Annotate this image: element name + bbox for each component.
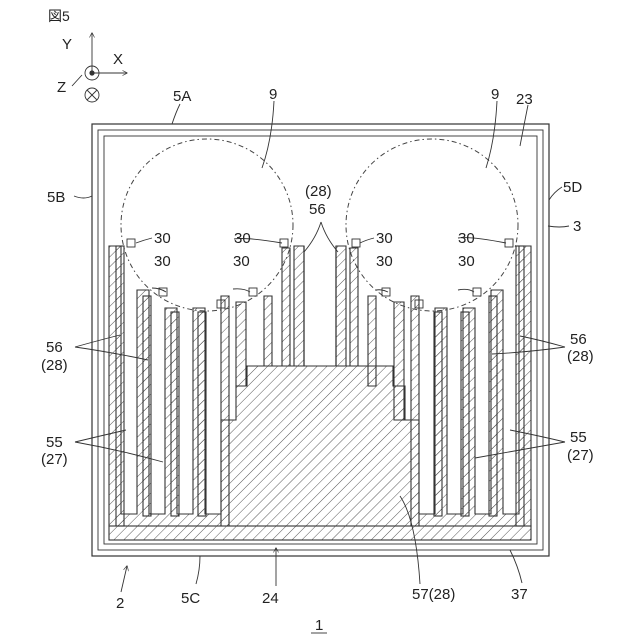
label-37: 37 [511,586,528,603]
label-57: 57(28) [412,586,455,603]
finger-56-l2 [143,296,151,516]
label-30: 30 [234,230,251,247]
finger-56-l6 [264,296,272,366]
label-5c: 5C [181,590,200,607]
figure-number: 1 [315,617,323,634]
finger-56-l4 [198,312,206,516]
label-30: 30 [376,230,393,247]
label-5d: 5D [563,179,582,196]
pads [127,239,513,308]
finger-56-l3 [171,312,179,516]
finger-56-c1 [294,246,304,366]
pad-icon [473,288,481,296]
electrodes [109,246,531,540]
finger-56-r5 [394,302,404,420]
figure-title: 図5 [48,8,70,24]
bottom-strip [109,526,531,540]
pad-icon [249,288,257,296]
label-23: 23 [516,91,533,108]
center-notch [304,246,336,366]
label-5a: 5A [173,88,191,105]
label-55-right-paren: (27) [567,447,594,464]
finger-56-c2 [336,246,346,366]
label-24: 24 [262,590,279,607]
pad-icon [382,288,390,296]
circle-9-left [121,139,293,311]
axis-y-label: Y [62,36,72,53]
label-55-left-paren: (27) [41,451,68,468]
label-30: 30 [154,253,171,270]
pad-icon [352,239,360,247]
label-9-right: 9 [491,86,499,103]
finger-56-r3 [461,312,469,516]
finger-56-r4 [434,312,442,516]
label-30: 30 [233,253,250,270]
axis-z-label: Z [57,79,66,96]
label-center-paren: (28) [305,183,332,200]
finger-56-r6 [368,296,376,386]
label-9-left: 9 [269,86,277,103]
label-5b: 5B [47,189,65,206]
label-56-right-paren: (28) [567,348,594,365]
label-55-left: 55 [46,434,63,451]
right-comb-55 [411,246,531,526]
finger-56-r1 [516,246,524,526]
finger-56-r2 [489,296,497,516]
label-30: 30 [154,230,171,247]
label-30: 30 [376,253,393,270]
label-center-56: 56 [309,201,326,218]
label-56-left-paren: (28) [41,357,68,374]
pad-icon [505,239,513,247]
label-56-right: 56 [570,331,587,348]
label-2: 2 [116,595,124,612]
label-3: 3 [573,218,581,235]
label-30: 30 [458,253,475,270]
axis-x-label: X [113,51,123,68]
label-55-right: 55 [570,429,587,446]
center-electrode-57 [221,366,419,526]
finger-56-l1 [116,246,124,526]
left-comb-55 [109,246,229,526]
label-30: 30 [458,230,475,247]
axis-indicator: Y X Z [57,33,127,102]
label-56-left: 56 [46,339,63,356]
finger-56-l5 [236,302,246,386]
circle-9-right [346,139,518,311]
pad-icon [127,239,135,247]
